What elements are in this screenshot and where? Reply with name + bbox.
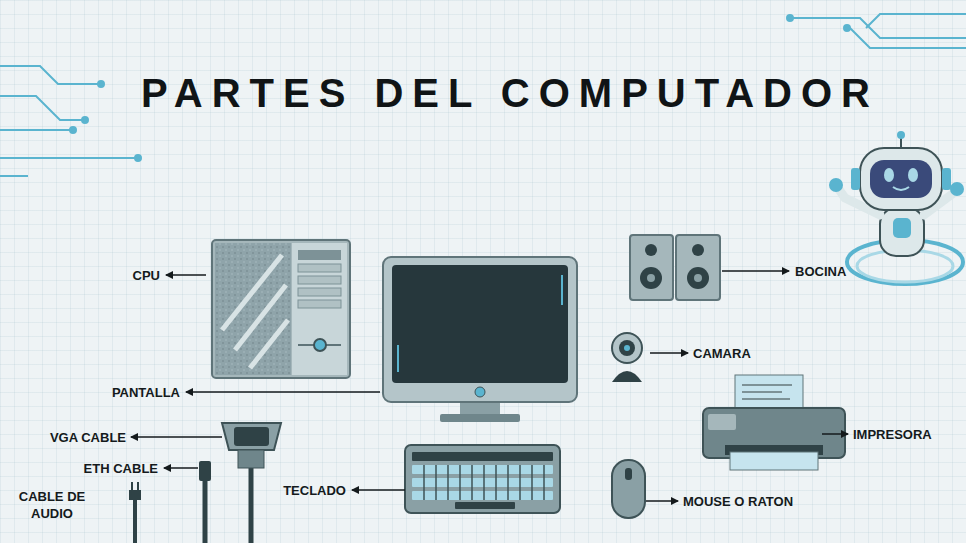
keyboard <box>405 445 560 513</box>
part-label: CAMARA <box>693 345 751 362</box>
leader-arrows <box>131 271 848 501</box>
printer <box>703 375 845 470</box>
part-label: TECLADO <box>283 482 346 499</box>
part-label: ETH CABLE <box>84 460 158 477</box>
part-label: CABLE DE AUDIO <box>10 488 94 522</box>
part-label: BOCINA <box>795 263 846 280</box>
mouse <box>612 460 645 518</box>
monitor <box>383 257 577 422</box>
cables <box>129 423 281 543</box>
part-label: CPU <box>133 267 160 284</box>
page-title: PARTES DEL COMPUTADOR <box>141 70 879 116</box>
part-label: PANTALLA <box>112 384 180 401</box>
part-label: VGA CABLE <box>50 429 126 446</box>
speakers <box>630 235 720 300</box>
circuit-lines <box>0 14 966 176</box>
part-label: IMPRESORA <box>853 426 932 443</box>
cpu-tower <box>212 240 350 378</box>
part-label: MOUSE O RATON <box>683 493 793 510</box>
robot-mascot <box>829 131 964 284</box>
webcam <box>612 333 642 382</box>
